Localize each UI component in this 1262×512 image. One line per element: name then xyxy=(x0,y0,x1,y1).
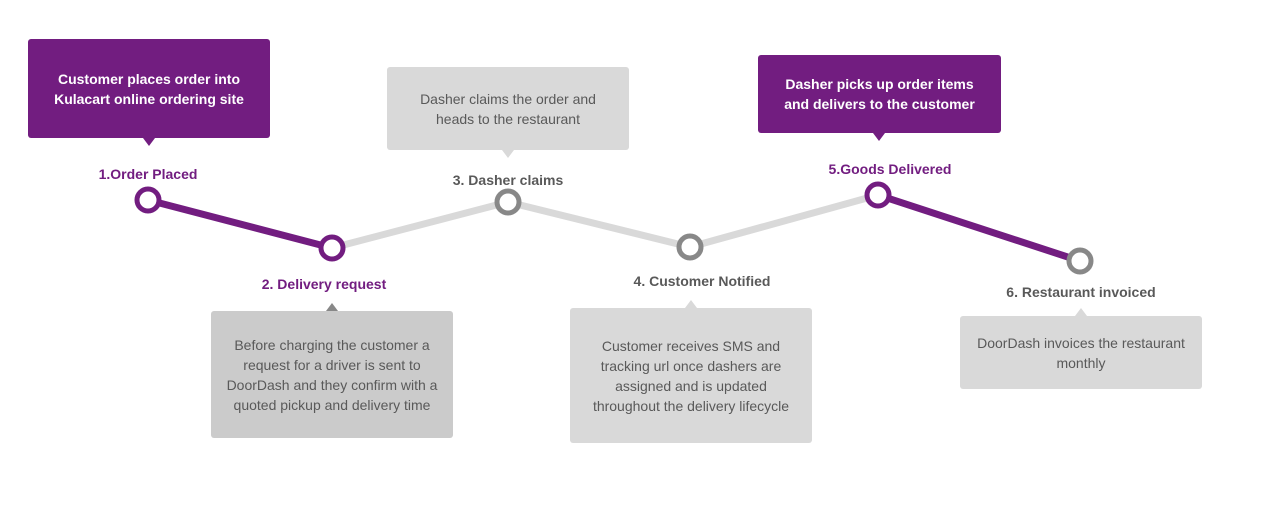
connector-4-5 xyxy=(686,191,882,251)
step-2-label: 2. Delivery request xyxy=(261,276,387,292)
step-6-text: DoorDash invoices the restaurant monthly xyxy=(977,334,1185,371)
node-4 xyxy=(676,233,704,261)
step-4-pointer xyxy=(685,300,697,308)
step-5-callout: Dasher picks up order items and delivers… xyxy=(758,55,1001,133)
step-5-label: 5.Goods Delivered xyxy=(828,161,952,177)
node-6 xyxy=(1066,247,1094,275)
connector-5-6 xyxy=(874,191,1084,265)
step-6-label: 6. Restaurant invoiced xyxy=(1006,284,1156,300)
node-1 xyxy=(134,186,162,214)
connector-2-3 xyxy=(328,198,512,252)
step-4-text: Customer receives SMS and tracking url o… xyxy=(592,337,790,414)
step-1-label: 1.Order Placed xyxy=(98,166,198,182)
node-3 xyxy=(494,188,522,216)
step-2-callout: Before charging the customer a request f… xyxy=(211,311,453,438)
step-3-text: Dasher claims the order and heads to the… xyxy=(420,90,596,127)
step-1-pointer xyxy=(143,138,155,146)
step-4-callout: Customer receives SMS and tracking url o… xyxy=(570,308,812,443)
step-4-label: 4. Customer Notified xyxy=(633,273,771,289)
step-1-text: Customer places order into Kulacart onli… xyxy=(54,70,244,107)
step-2-pointer xyxy=(326,303,338,311)
connector-1-2 xyxy=(144,196,336,252)
node-5 xyxy=(864,181,892,209)
step-6-callout: DoorDash invoices the restaurant monthly xyxy=(960,316,1202,389)
step-5-pointer xyxy=(873,133,885,141)
node-2 xyxy=(318,234,346,262)
step-1-callout: Customer places order into Kulacart onli… xyxy=(28,39,270,138)
step-5-text: Dasher picks up order items and delivers… xyxy=(784,76,975,112)
step-2-text: Before charging the customer a request f… xyxy=(226,336,438,413)
step-6-pointer xyxy=(1075,308,1087,316)
step-3-label: 3. Dasher claims xyxy=(452,172,564,188)
step-3-callout: Dasher claims the order and heads to the… xyxy=(387,67,629,150)
step-3-pointer xyxy=(502,150,514,158)
connector-3-4 xyxy=(504,198,694,251)
